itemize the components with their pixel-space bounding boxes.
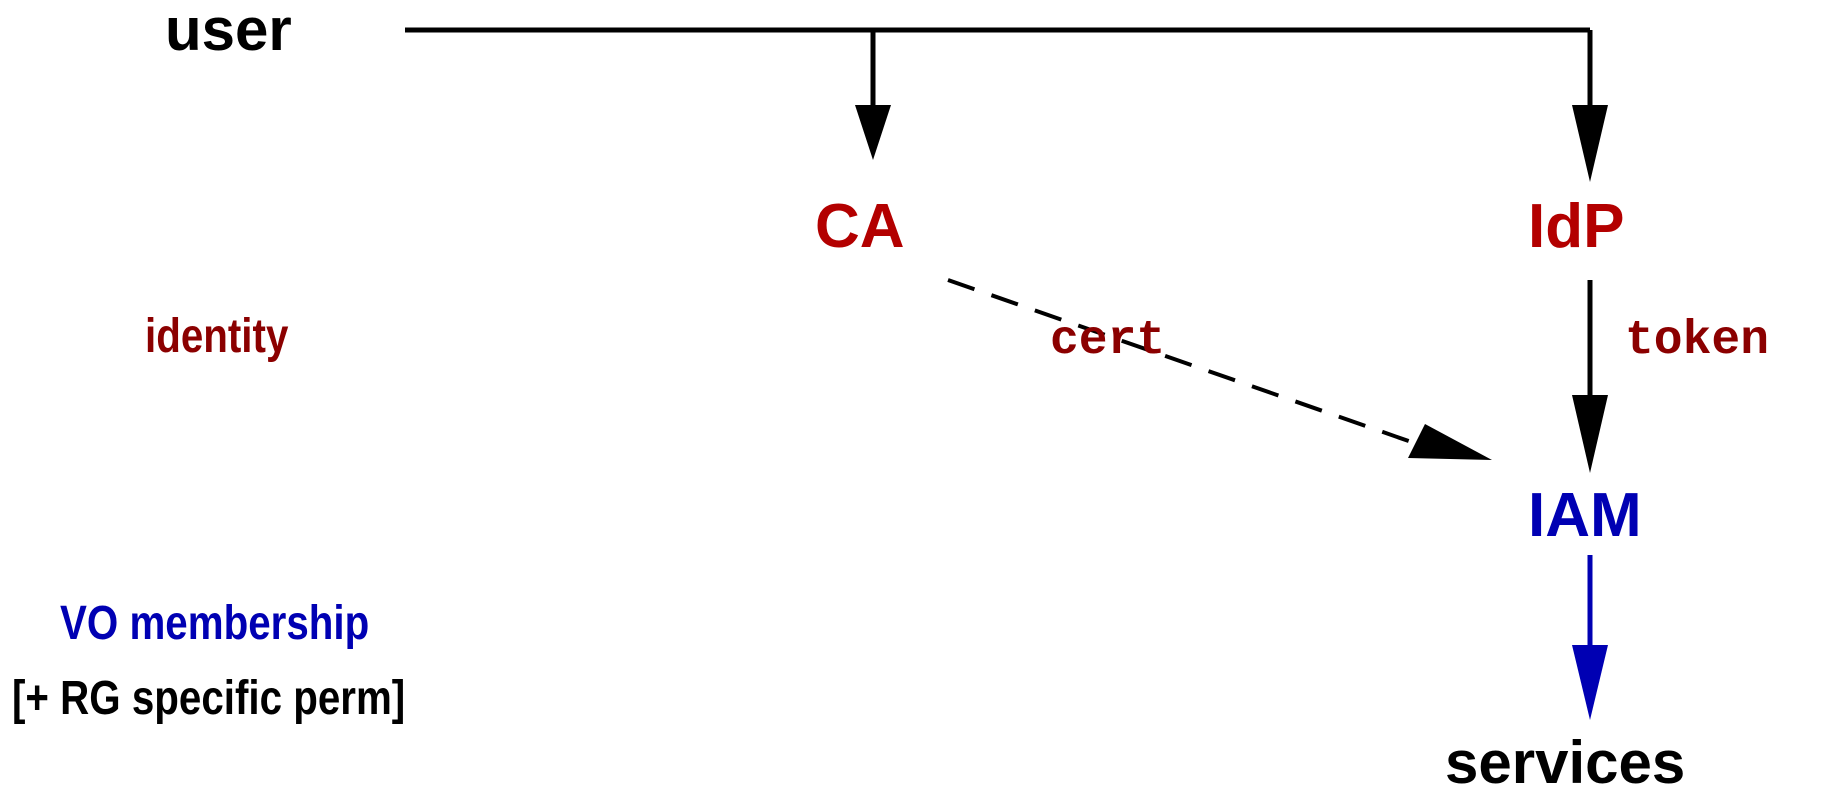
- edge-label-cert: cert: [1050, 314, 1166, 368]
- node-services: services: [1445, 729, 1686, 796]
- iam-to-services-arrowhead: [1572, 645, 1608, 720]
- ca-to-iam-dashed-line: [947, 278, 1421, 447]
- legend-identity: identity: [145, 310, 289, 363]
- legend-vo-membership: VO membership: [60, 597, 370, 650]
- user-to-ca-arrowhead: [855, 105, 891, 160]
- node-iam: IAM: [1528, 481, 1642, 550]
- user-to-idp-arrowhead: [1572, 105, 1608, 182]
- node-idp: IdP: [1528, 192, 1625, 261]
- node-user: user: [165, 0, 292, 63]
- edge-label-token: token: [1625, 314, 1770, 368]
- node-ca: CA: [815, 192, 905, 261]
- legend-rg-permissions: [+ RG specific perm]: [12, 672, 406, 725]
- ca-to-iam-arrowhead: [1408, 424, 1492, 460]
- idp-to-iam-arrowhead: [1572, 395, 1608, 473]
